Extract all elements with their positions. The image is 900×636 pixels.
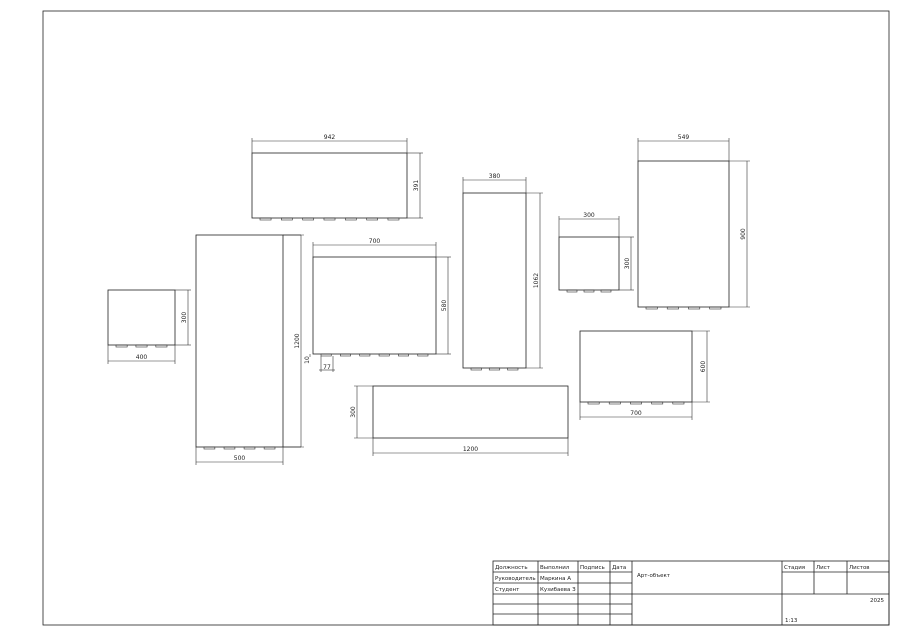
dimension-top: 942: [324, 134, 336, 141]
box-small-right: 300 300: [558, 212, 634, 293]
dimension-right: 1062: [533, 273, 540, 288]
part-outline: [637, 160, 730, 308]
foot: [387, 217, 400, 221]
dimension-top: 549: [678, 134, 690, 141]
dimension-right: 600: [700, 361, 707, 373]
dimension-foot-height: 10: [304, 356, 311, 364]
foot: [672, 401, 685, 405]
foot: [155, 344, 168, 348]
foot: [259, 217, 272, 221]
foot: [320, 353, 332, 357]
foot: [507, 367, 519, 371]
box-middle: 700 580 10 77: [304, 238, 451, 372]
box-top: 942 391: [251, 134, 423, 221]
sheet-label: Лист: [816, 565, 831, 571]
stage-label: Стадия: [784, 565, 805, 571]
foot: [263, 446, 276, 450]
foot: [645, 306, 658, 310]
sheets-label: Листов: [849, 565, 870, 571]
dimension-bottom: 500: [234, 455, 246, 462]
dimension-left: 300: [350, 406, 357, 418]
part-outline: [195, 234, 284, 448]
foot: [488, 367, 501, 371]
part-outline: [251, 152, 408, 219]
foot: [302, 217, 315, 221]
box-small-left: 300 400: [107, 289, 191, 364]
foot: [666, 306, 679, 310]
row-student-role: Студент: [495, 587, 520, 593]
foot: [135, 344, 148, 348]
scale: 1:13: [785, 618, 798, 624]
header-signature: Подпись: [580, 565, 605, 571]
year: 2025: [870, 598, 884, 604]
box-tall: 1200 500: [195, 234, 304, 465]
foot: [630, 401, 642, 405]
header-date: Дата: [612, 565, 626, 571]
dimension-bottom: 700: [630, 410, 642, 417]
foot: [608, 401, 621, 405]
foot: [651, 401, 664, 405]
foot: [203, 446, 216, 450]
dimension-top: 300: [583, 212, 595, 219]
dimension-foot-width: 77: [323, 364, 331, 371]
row-student-name: Кузибаева З: [540, 587, 576, 593]
box-right-lower: 600 700: [579, 330, 710, 420]
dimension-top: 700: [369, 238, 381, 245]
foot: [688, 306, 701, 310]
foot: [359, 353, 371, 357]
header-position: Должность: [495, 565, 528, 571]
foot: [115, 344, 128, 348]
box-narrow: 380 1062: [462, 173, 543, 371]
part-outline: [579, 330, 693, 403]
dimension-right: 1200: [294, 333, 301, 348]
foot: [709, 306, 722, 310]
dimension-right: 300: [624, 258, 631, 270]
box-right-tall: 549 900: [637, 134, 750, 310]
part-outline: [312, 256, 437, 355]
foot: [323, 217, 336, 221]
project-name: Арт-объект: [637, 573, 671, 579]
dimension-bottom: 400: [136, 354, 148, 361]
title-block: Должность Выполнил Подпись Дата Руководи…: [492, 560, 890, 626]
foot: [566, 289, 578, 293]
foot: [470, 367, 482, 371]
drawing-frame: [42, 10, 890, 626]
foot: [344, 217, 357, 221]
foot: [223, 446, 236, 450]
row-supervisor-role: Руководитель: [495, 576, 536, 582]
part-outline: [462, 192, 527, 369]
dimension-right: 391: [413, 180, 420, 192]
part-outline: [558, 236, 620, 291]
dimension-top: 380: [489, 173, 501, 180]
foot: [398, 353, 409, 357]
part-outline: [107, 289, 176, 346]
dimension-right: 300: [181, 312, 188, 324]
dimension-right: 580: [441, 300, 448, 312]
foot: [281, 217, 293, 221]
part-outline: [372, 385, 569, 439]
foot: [600, 289, 612, 293]
foot: [378, 353, 390, 357]
dimension-bottom: 1200: [463, 446, 478, 453]
row-supervisor-name: Маркина А: [540, 576, 571, 582]
foot: [587, 401, 600, 405]
foot: [243, 446, 256, 450]
foot: [417, 353, 429, 357]
dimension-right: 900: [740, 228, 747, 240]
foot: [366, 217, 378, 221]
header-performed: Выполнил: [540, 565, 570, 571]
foot: [583, 289, 595, 293]
foot: [340, 353, 351, 357]
box-bottom-wide: 1200 300: [350, 385, 569, 456]
